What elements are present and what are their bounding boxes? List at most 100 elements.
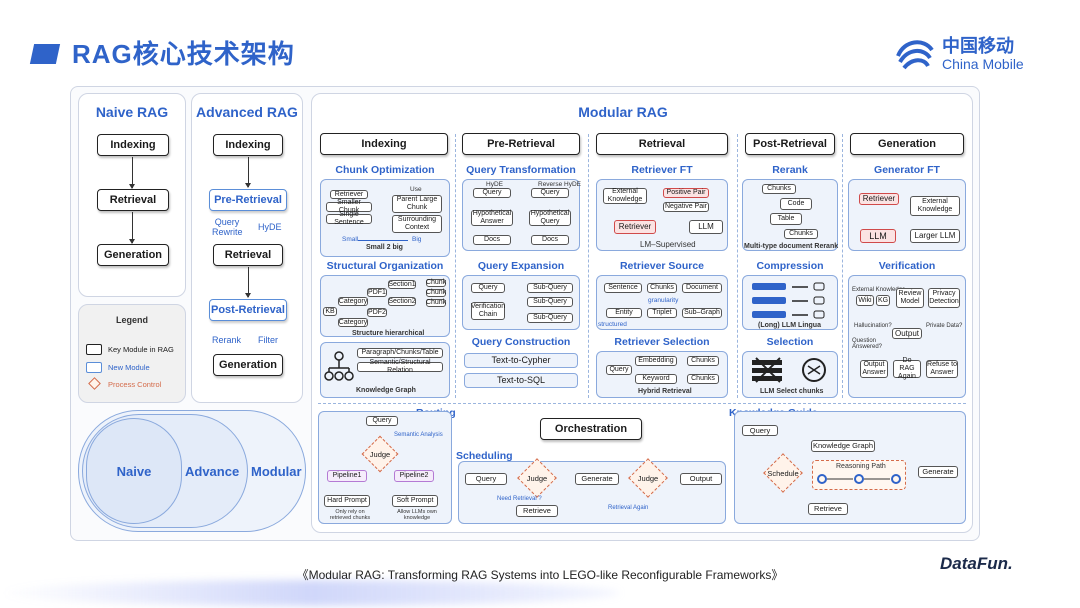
multi-rerank-label: Multi-type document Rerank	[744, 243, 839, 250]
reverse-hyde-tiny: Reverse HyDE	[538, 181, 581, 188]
rerank-title: Rerank	[772, 164, 808, 176]
legend-new-label: New Module	[108, 363, 150, 372]
ext-knowledge-label: External Knowledge	[852, 287, 906, 293]
advanced-pre-retrieval: Pre-Retrieval	[209, 189, 287, 211]
chunks-mini: Chunks	[784, 229, 818, 239]
small-label: Small	[342, 236, 359, 243]
output-mini: Output	[892, 328, 922, 339]
hallucination-label: Hallucination?	[854, 323, 892, 329]
selection-title: Selection	[766, 336, 814, 348]
qx-query-mini: Query	[471, 283, 505, 293]
output-answer-mini: Output Answer	[860, 360, 888, 378]
pipeline2-mini: Pipeline2	[394, 470, 434, 482]
negative-pair-mini: Negative Pair	[663, 202, 709, 212]
chunk-optimization-title: Chunk Optimization	[335, 164, 435, 176]
larger-llm-mini: Larger LLM	[910, 229, 960, 243]
hyde-query-mini: Query	[473, 188, 511, 198]
arrow	[245, 157, 251, 188]
pdf2-mini: PDF2	[367, 308, 387, 317]
llm-mini: LLM	[689, 220, 723, 234]
selection-box	[742, 351, 838, 398]
sel-query-mini: Query	[606, 365, 632, 375]
advanced-generation: Generation	[213, 354, 283, 376]
big-label: Big	[412, 236, 422, 243]
advanced-post-retrieval: Post-Retrieval	[209, 299, 287, 321]
module-post-retrieval: Post-Retrieval	[745, 133, 835, 155]
embedding-mini: Embedding	[635, 356, 677, 366]
wiki-mini: Wiki	[856, 295, 874, 306]
hyde-tiny: HyDE	[486, 181, 503, 188]
subquery-mini: Sub-Query	[527, 313, 573, 323]
subquery-mini: Sub-Query	[527, 297, 573, 307]
chunks-mini: Chunks	[647, 283, 677, 293]
structured-label: structured	[598, 321, 627, 328]
legend-key-swatch	[86, 344, 102, 355]
semantic-mini: Semantic/Structural Relation	[357, 359, 443, 374]
legend-process-label: Process Control	[108, 380, 162, 389]
naive-retrieval: Retrieval	[97, 189, 169, 211]
refuse-mini: Refuse to Answer	[926, 360, 958, 378]
reasoning-path-label: Reasoning Path	[836, 463, 886, 470]
document-mini: Document	[682, 283, 722, 293]
parent-large-chunk-mini: Parent Large Chunk	[392, 195, 442, 213]
arrow	[129, 212, 135, 244]
china-mobile-logo-icon	[896, 40, 934, 70]
module-retrieval: Retrieval	[596, 133, 728, 155]
surrounding-context-mini: Surrounding Context	[392, 215, 442, 233]
entity-mini: Entity	[606, 308, 642, 318]
modular-rag-title: Modular RAG	[578, 104, 668, 120]
scheduling-box	[458, 461, 726, 524]
question-answered-label: Question Answered?	[852, 338, 883, 350]
arrow	[245, 267, 251, 298]
module-indexing: Indexing	[320, 133, 448, 155]
sched-judge-label: Judge	[526, 474, 548, 483]
kg-mini: KG	[876, 295, 890, 306]
gen-external-mini: External Knowledge	[910, 196, 960, 216]
granularity-label: granularity	[648, 297, 679, 304]
sched-output: Output	[680, 473, 722, 485]
rag-again-mini: Do RAG Again	[893, 357, 921, 380]
divider	[842, 134, 843, 398]
hyde-label: HyDE	[258, 222, 282, 232]
rhyde-query-mini: Query	[531, 188, 569, 198]
knowledge-graph-icon	[324, 351, 354, 381]
retriever-selection-title: Retriever Selection	[614, 336, 710, 348]
logo-english: China Mobile	[942, 56, 1024, 72]
gen-llm-mini: LLM	[860, 229, 896, 243]
sched-retrieve: Retrieve	[516, 505, 558, 517]
compression-title: Compression	[756, 260, 824, 272]
docs-mini: Docs	[473, 235, 511, 245]
kg-query: Query	[742, 425, 778, 436]
category-mini: Category	[338, 318, 368, 327]
soft-prompt-mini: Soft Prompt	[392, 495, 438, 507]
text-to-sql: Text-to-SQL	[464, 373, 578, 388]
routing-judge-label: Judge	[369, 450, 391, 459]
structural-org-title: Structural Organization	[326, 260, 444, 272]
orchestration-header: Orchestration	[540, 418, 642, 440]
pdf1-mini: PDF1	[367, 288, 387, 297]
advanced-indexing: Indexing	[213, 134, 283, 156]
pipeline1-mini: Pipeline1	[327, 470, 367, 482]
section2-mini: Section2	[388, 297, 416, 306]
rerank-label: Rerank	[212, 335, 242, 345]
sched-judge-label: Judge	[637, 474, 659, 483]
venn-advance-label: Advance	[185, 464, 240, 479]
arrow	[129, 157, 135, 189]
structure-hier-label: Structure hierarchical	[352, 330, 425, 337]
reasoning-path-icon	[817, 474, 901, 484]
chunks-mini: Chunks	[687, 374, 719, 384]
soft-note: Allow LLMs own knowledge	[397, 509, 437, 521]
routing-query: Query	[366, 416, 398, 426]
legend-title: Legend	[115, 315, 148, 325]
kb-mini: KB	[323, 307, 337, 316]
category-mini: Category	[338, 297, 368, 306]
datafun-logo: DataFun.	[940, 554, 1013, 573]
citation: 《Modular RAG: Transforming RAG Systems i…	[296, 568, 784, 582]
hard-note: Only rely on retrieved chunks	[329, 509, 371, 521]
kg-retrieve: Retrieve	[808, 503, 848, 515]
generator-ft-title: Generator FT	[874, 164, 940, 176]
sentence-mini: Sentence	[604, 283, 642, 293]
venn-naive-label: Naive	[116, 464, 152, 479]
routing-box	[318, 411, 452, 524]
retriever-mini: Retriever	[330, 190, 368, 199]
